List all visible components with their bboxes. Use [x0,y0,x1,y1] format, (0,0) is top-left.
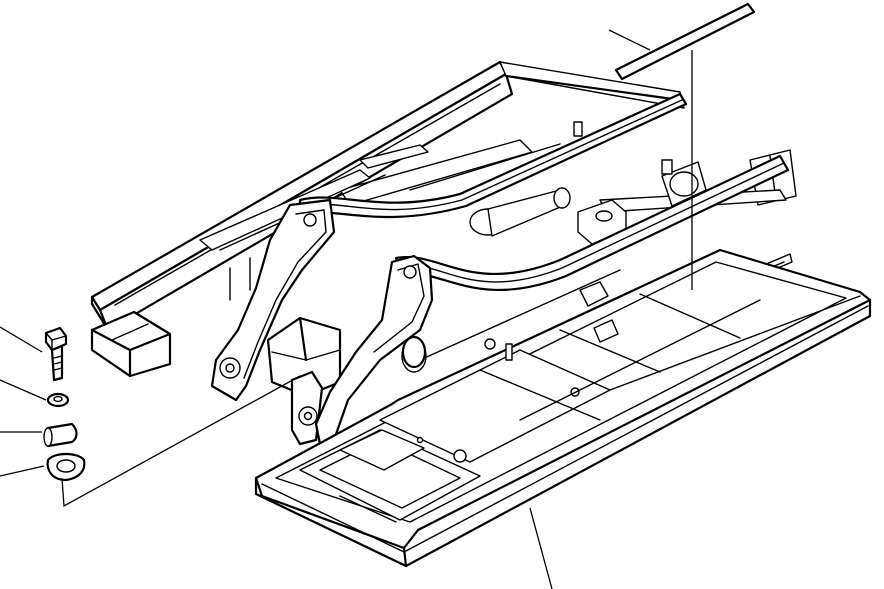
flange [46,452,86,482]
spacer [43,422,78,448]
front-deck-plate [254,248,872,568]
steel-bar [614,2,756,81]
leader-lines [0,29,693,589]
leader-line-washer [0,379,47,401]
leader-line-bar [608,29,651,51]
left-bracket [210,198,336,402]
leader-line-deck [529,507,553,589]
leader-line-bolt [0,326,43,353]
leader-line-flange [0,465,45,477]
leader-line-assembly [61,375,301,508]
center-block [266,316,342,446]
washer [46,392,70,408]
bolt [44,326,68,382]
